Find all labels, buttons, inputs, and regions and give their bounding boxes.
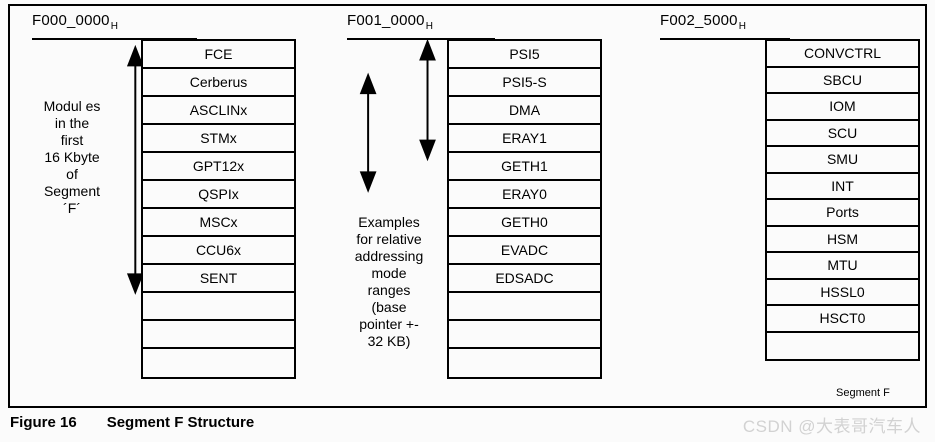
address-subscript-col2: H (425, 21, 434, 32)
table-row: QSPIx (143, 181, 294, 209)
table-row: Ports (767, 200, 918, 227)
table-row: FCE (143, 41, 294, 69)
address-label-col2: F001_0000H (347, 12, 433, 32)
register-table-col1: FCE Cerberus ASCLINx STMx GPT12x QSPIx M… (141, 39, 296, 379)
side-caption-col1: Modul es in the first 16 Kbyte of Segmen… (43, 98, 101, 216)
figure-number: Figure 16 (10, 414, 77, 431)
table-row: EVADC (449, 237, 600, 265)
side-caption-col2: Examples for relative addressing mode ra… (354, 214, 424, 349)
table-row-empty (449, 321, 600, 349)
address-rule-col3 (660, 38, 790, 40)
register-table-col2: PSI5 PSI5-S DMA ERAY1 GETH1 ERAY0 GETH0 … (447, 39, 602, 379)
table-row: MSCx (143, 209, 294, 237)
table-row: SCU (767, 120, 918, 147)
relative-range-arrow-right (419, 38, 436, 162)
address-text-col1: F000_0000 (32, 12, 110, 29)
table-row: ERAY0 (449, 181, 600, 209)
table-row-empty (143, 293, 294, 321)
table-row: MTU (767, 253, 918, 280)
table-row: Cerberus (143, 69, 294, 97)
address-text-col2: F001_0000 (347, 12, 425, 29)
table-row-empty (143, 349, 294, 377)
table-row: IOM (767, 94, 918, 121)
table-row: GPT12x (143, 153, 294, 181)
address-rule-col1 (32, 38, 197, 40)
address-label-col1: F000_0000H (32, 12, 118, 32)
figure-caption: Figure 16 Segment F Structure (10, 414, 254, 431)
table-row-empty (449, 349, 600, 377)
address-subscript-col3: H (738, 21, 747, 32)
figure-title: Segment F Structure (106, 414, 255, 431)
column-group-segment-f-peripherals: F002_5000H CONVCTRL SBCU IOM SCU SMU INT… (650, 6, 920, 406)
table-row: SBCU (767, 67, 918, 94)
address-label-col3: F002_5000H (660, 12, 746, 32)
register-table-col3: CONVCTRL SBCU IOM SCU SMU INT Ports HSM … (765, 39, 920, 361)
table-row: DMA (449, 97, 600, 125)
table-row: PSI5 (449, 41, 600, 69)
column-group-relative-addressing: F001_0000H Examples for relative address… (337, 6, 622, 406)
table-row: SENT (143, 265, 294, 293)
table-row: SMU (767, 147, 918, 174)
address-text-col3: F002_5000 (660, 12, 738, 29)
address-subscript-col1: H (110, 21, 119, 32)
table-row: HSSL0 (767, 279, 918, 306)
table-row: ERAY1 (449, 125, 600, 153)
table-row: PSI5-S (449, 69, 600, 97)
table-row: GETH0 (449, 209, 600, 237)
watermark-text: CSDN @大表哥汽车人 (742, 417, 921, 436)
table-row: CONVCTRL (767, 41, 918, 68)
table-row: ASCLINx (143, 97, 294, 125)
table-row: STMx (143, 125, 294, 153)
table-row: INT (767, 173, 918, 200)
table-row: GETH1 (449, 153, 600, 181)
relative-range-arrow-left (359, 72, 377, 193)
segment-note-label: Segment F (836, 387, 890, 399)
table-row: HSM (767, 226, 918, 253)
table-row: HSCT0 (767, 306, 918, 333)
table-row: EDSADC (449, 265, 600, 293)
diagram-frame: F000_0000H Modul es in the first 16 Kbyt… (8, 4, 927, 408)
column-group-segment-f-base: F000_0000H Modul es in the first 16 Kbyt… (22, 6, 312, 406)
table-row-empty (767, 332, 918, 359)
table-row-empty (143, 321, 294, 349)
table-row: CCU6x (143, 237, 294, 265)
table-row-empty (449, 293, 600, 321)
